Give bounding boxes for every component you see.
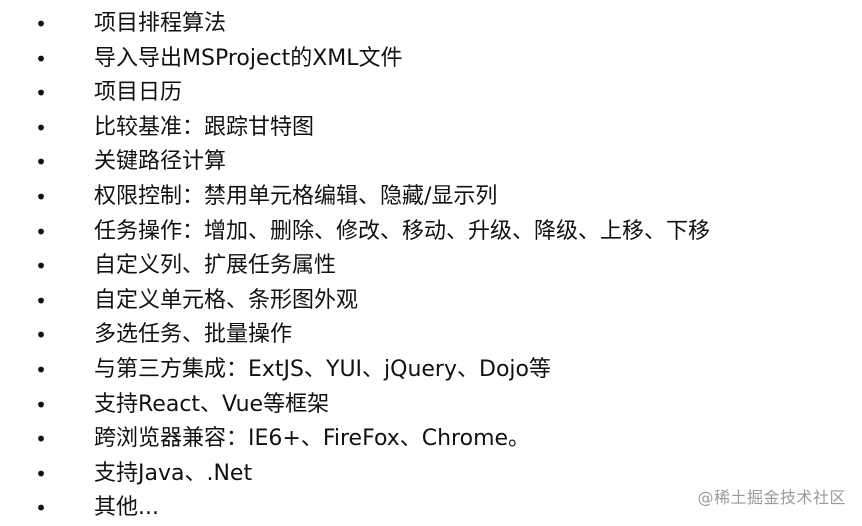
bullet-icon: • bbox=[35, 150, 47, 175]
bullet-icon: • bbox=[35, 115, 47, 140]
bullet-icon: • bbox=[35, 427, 47, 452]
list-item: • 关键路径计算 bbox=[0, 145, 862, 180]
list-item-text: 项目日历 bbox=[94, 80, 183, 106]
bullet-icon: • bbox=[35, 12, 47, 36]
list-item-text: 导入导出MSProject的XML文件 bbox=[94, 45, 403, 71]
list-item-text: 跨浏览器兼容：IE6+、FireFox、Chrome。 bbox=[94, 426, 531, 452]
list-item: • 项目排程算法 bbox=[0, 7, 862, 42]
list-item-text: 支持React、Vue等框架 bbox=[94, 391, 330, 417]
list-item: • 比较基准：跟踪甘特图 bbox=[0, 111, 862, 146]
list-item: • 其他... bbox=[0, 491, 862, 526]
list-item-text: 权限控制：禁用单元格编辑、隐藏/显示列 bbox=[94, 183, 498, 209]
list-item: • 权限控制：禁用单元格编辑、隐藏/显示列 bbox=[0, 180, 862, 215]
bullet-icon: • bbox=[35, 461, 47, 486]
bullet-icon: • bbox=[35, 184, 47, 209]
bullet-icon: • bbox=[35, 219, 47, 244]
list-item: • 支持Java、.Net bbox=[0, 457, 862, 492]
list-item-text: 其他... bbox=[94, 495, 159, 521]
bullet-icon: • bbox=[35, 392, 47, 417]
list-item-text: 自定义列、扩展任务属性 bbox=[94, 253, 337, 279]
list-item-text: 比较基准：跟踪甘特图 bbox=[94, 114, 315, 140]
list-item: • 多选任务、批量操作 bbox=[0, 318, 862, 353]
bullet-icon: • bbox=[35, 46, 47, 71]
list-item: • 任务操作：增加、删除、修改、移动、升级、降级、上移、下移 bbox=[0, 215, 862, 250]
list-item-text: 任务操作：增加、删除、修改、移动、升级、降级、上移、下移 bbox=[94, 218, 711, 244]
list-item: • 跨浏览器兼容：IE6+、FireFox、Chrome。 bbox=[0, 422, 862, 457]
feature-list: • 项目排程算法 • 导入导出MSProject的XML文件 • 项目日历 • … bbox=[0, 7, 862, 526]
list-item: • 自定义单元格、条形图外观 bbox=[0, 284, 862, 319]
bullet-icon: • bbox=[35, 81, 47, 106]
list-item-text: 与第三方集成：ExtJS、YUI、jQuery、Dojo等 bbox=[94, 356, 551, 382]
list-item-text: 项目排程算法 bbox=[94, 11, 227, 36]
bullet-icon: • bbox=[35, 357, 47, 382]
list-item-text: 关键路径计算 bbox=[94, 149, 227, 175]
watermark: @稀土掘金技术社区 bbox=[697, 488, 846, 507]
bullet-icon: • bbox=[35, 288, 47, 313]
list-item: • 项目日历 bbox=[0, 76, 862, 111]
bullet-icon: • bbox=[35, 496, 47, 521]
bullet-icon: • bbox=[35, 254, 47, 279]
list-item: • 与第三方集成：ExtJS、YUI、jQuery、Dojo等 bbox=[0, 353, 862, 388]
list-item: • 导入导出MSProject的XML文件 bbox=[0, 42, 862, 77]
list-item: • 自定义列、扩展任务属性 bbox=[0, 249, 862, 284]
list-item: • 支持React、Vue等框架 bbox=[0, 388, 862, 423]
list-item-text: 支持Java、.Net bbox=[94, 460, 253, 486]
bullet-icon: • bbox=[35, 323, 47, 348]
list-item-text: 多选任务、批量操作 bbox=[94, 322, 293, 348]
list-item-text: 自定义单元格、条形图外观 bbox=[94, 287, 359, 313]
